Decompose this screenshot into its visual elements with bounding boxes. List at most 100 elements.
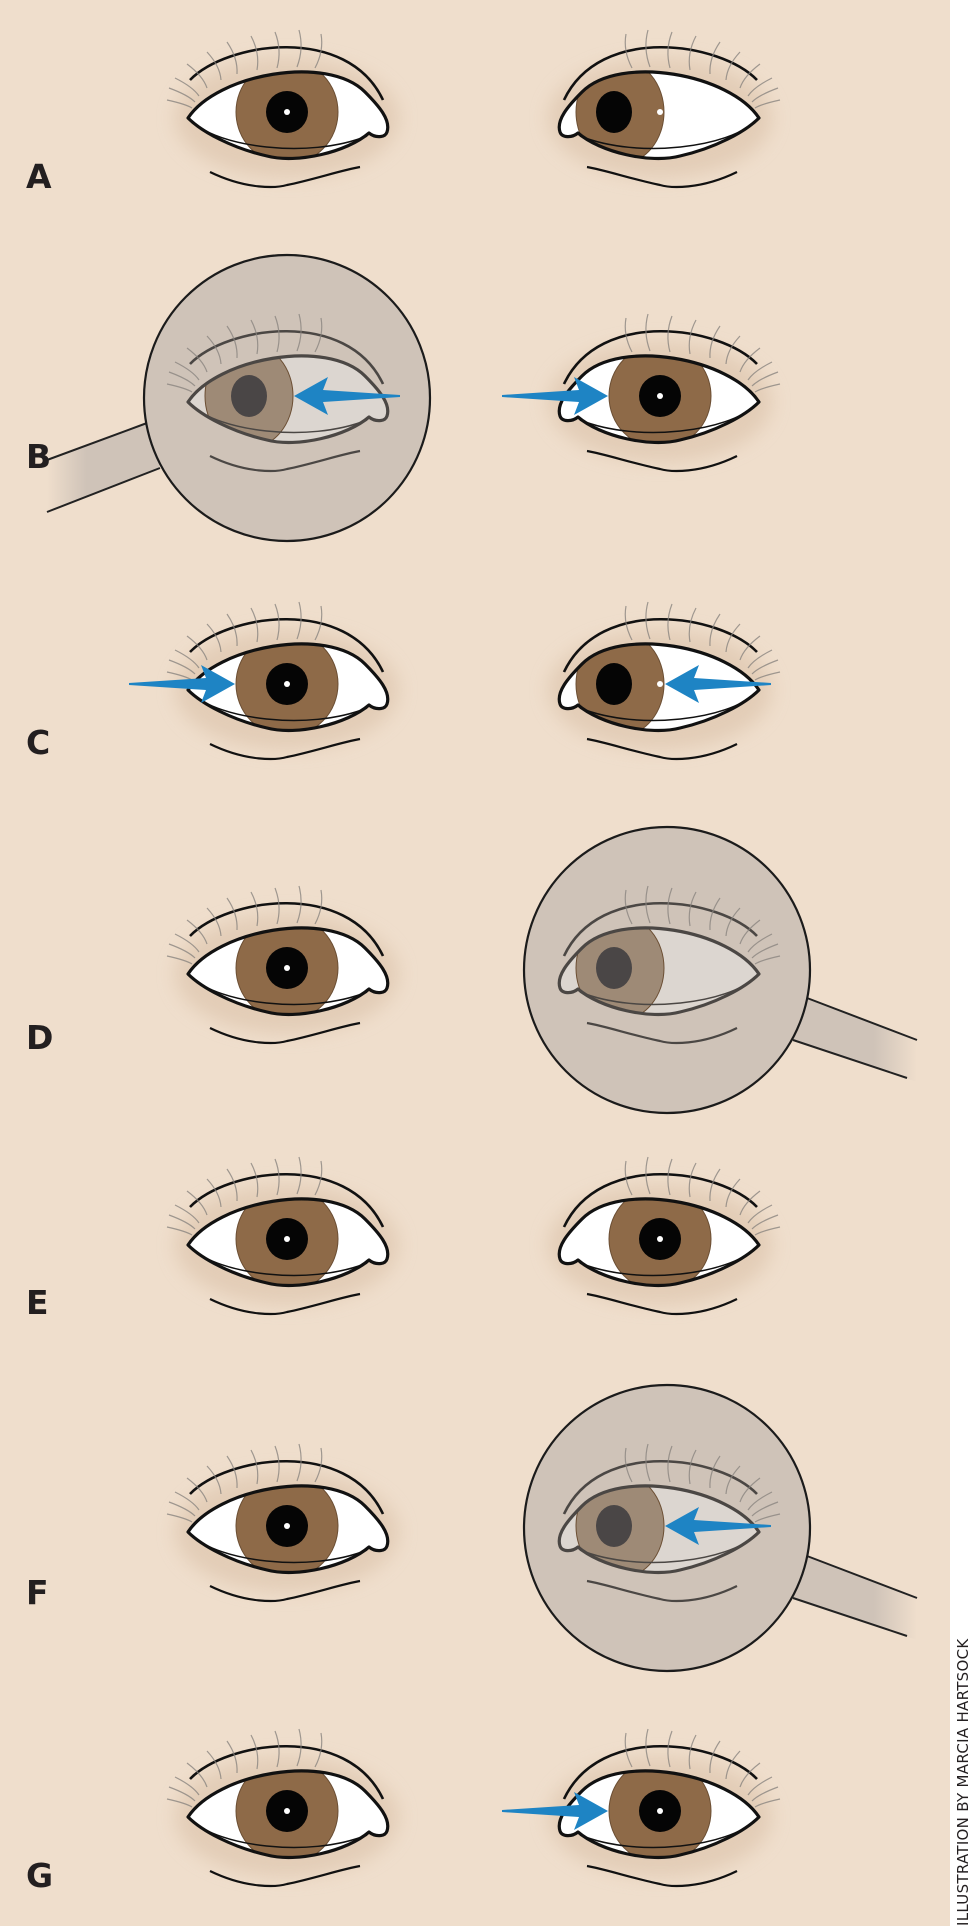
eyelash (274, 1445, 280, 1483)
under-eye-line (209, 1021, 361, 1045)
eyelash (645, 29, 651, 68)
row-f-right-eye (557, 1443, 781, 1603)
under-eye-line (586, 1021, 738, 1045)
eyelash (206, 51, 222, 81)
eye-outline (557, 642, 761, 733)
row-d (166, 825, 918, 1115)
occluder-handle-edge (792, 1039, 908, 1079)
eyelash (166, 383, 193, 393)
eyelash (274, 1730, 280, 1768)
under-eye-line (209, 1864, 361, 1888)
eyelash (174, 1491, 200, 1511)
eyelash (168, 1786, 196, 1802)
eye-outline (557, 1769, 761, 1860)
eyelash (186, 63, 208, 89)
eyelash (314, 317, 323, 353)
occluder-handle-edge (792, 1597, 908, 1637)
eyelash (667, 315, 673, 353)
under-eye-line (586, 1292, 738, 1316)
eyelash (688, 1734, 697, 1770)
eyelash (747, 361, 773, 381)
row-a-left-eye (166, 29, 399, 189)
eyelash (725, 623, 741, 653)
eyelash (174, 1204, 200, 1224)
eyelash (709, 1168, 721, 1202)
eyelash (166, 1513, 193, 1523)
lid-crease (562, 618, 758, 673)
eyelash (296, 1156, 302, 1195)
eyelash (751, 943, 779, 959)
occluder-handle (793, 1556, 917, 1640)
eyelash (186, 1190, 208, 1216)
under-eye-line (209, 737, 361, 761)
eyelash (739, 1762, 761, 1788)
eyelash (645, 601, 651, 640)
eye-outline (557, 70, 761, 161)
corneal-reflex (284, 1808, 290, 1814)
iris-group (575, 71, 665, 159)
eye-outline (557, 354, 761, 445)
eyelash (168, 943, 196, 959)
eyelash (751, 659, 779, 675)
eyelash (226, 325, 238, 359)
eyelash (250, 1449, 259, 1485)
eyelash (624, 889, 633, 925)
eyelash (667, 1445, 673, 1483)
eyelash (168, 87, 196, 103)
row-c (129, 601, 781, 761)
eyelash (739, 347, 761, 373)
eyelash (754, 1798, 781, 1808)
row-label-f: F (26, 1573, 49, 1612)
eyelash (274, 315, 280, 353)
row-e (166, 1156, 781, 1316)
eyelash (250, 1734, 259, 1770)
eye-outline (186, 1769, 390, 1860)
eyelash (747, 77, 773, 97)
eyelash (314, 1732, 323, 1768)
eyelash (709, 1740, 721, 1774)
under-eye-line (586, 449, 738, 473)
lid-crease (189, 902, 385, 957)
iris-group (575, 643, 665, 731)
eyelash (168, 1214, 196, 1230)
eyelash (754, 383, 781, 393)
eyelash (296, 1443, 302, 1482)
occluder-handle-edge (46, 422, 148, 461)
eyelash (250, 891, 259, 927)
eyelash (688, 35, 697, 71)
row-c-right-eye (548, 601, 781, 761)
eyelash (754, 1513, 781, 1523)
eyelash (688, 1449, 697, 1485)
eyelash (186, 1477, 208, 1503)
row-g-left-eye (166, 1728, 399, 1888)
iris-group (235, 1485, 339, 1573)
under-eye-line (209, 1579, 361, 1603)
occluder-handle-edge (806, 997, 918, 1041)
lid-crease (189, 46, 385, 101)
eyelash (688, 891, 697, 927)
eyelash (166, 99, 193, 109)
iris-group (235, 643, 339, 731)
corneal-reflex (657, 1236, 663, 1242)
row-b-right-eye (548, 313, 781, 473)
iris-group (235, 71, 339, 159)
lid-crease (189, 1173, 385, 1228)
occluder-handle-edge (806, 1555, 918, 1599)
eye-outline (186, 926, 390, 1017)
row-f (166, 1383, 918, 1673)
eyelash (206, 1178, 222, 1208)
eyelash (747, 933, 773, 953)
eyelash (667, 31, 673, 69)
eyelash (624, 1160, 633, 1196)
eyelash (226, 897, 238, 931)
eyelash (174, 361, 200, 381)
eyelash (751, 371, 779, 387)
eyelash (250, 1162, 259, 1198)
eye-outline (186, 354, 390, 445)
under-eye-line (586, 1864, 738, 1888)
eye-outline (186, 1197, 390, 1288)
lid-crease (189, 1745, 385, 1800)
under-eye-line (586, 737, 738, 761)
row-c-right-arrow (665, 665, 771, 703)
